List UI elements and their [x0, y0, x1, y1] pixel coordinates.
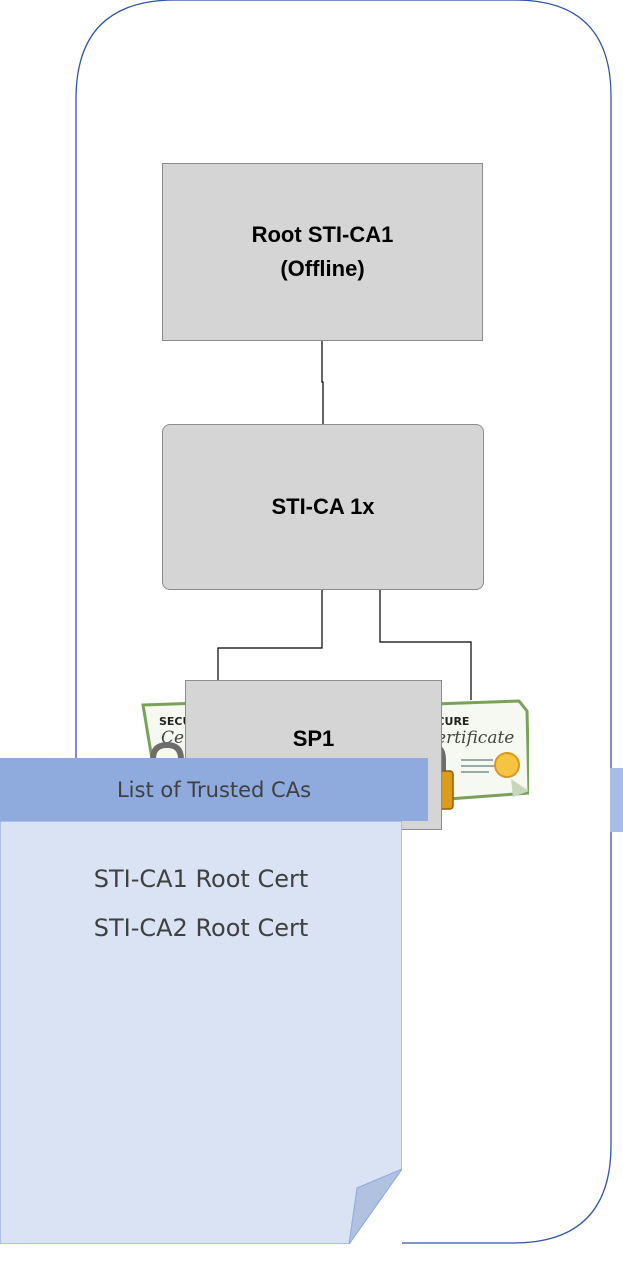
- connector-ca-to-cert-right: [379, 590, 472, 700]
- intermediate-ca-node: STI-CA 1x: [162, 424, 484, 590]
- certificate-text-line: [461, 771, 489, 773]
- certificate-fold: [511, 779, 529, 797]
- trusted-cas-title: List of Trusted CAs: [116, 777, 312, 802]
- trusted-cas-list: STI-CA1 Root Cert STI-CA2 Root Cert: [0, 821, 402, 1244]
- padlock-shackle: [150, 741, 184, 773]
- partial-header-edge: [610, 768, 623, 832]
- folded-note-shape: [0, 821, 402, 1244]
- root-ca-title: Root STI-CA1: [251, 222, 394, 247]
- trusted-ca-item: STI-CA2 Root Cert: [93, 914, 309, 942]
- domain-frame-left: [75, 0, 176, 758]
- domain-frame: [175, 0, 612, 1244]
- root-ca-node: Root STI-CA1 (Offline): [162, 163, 483, 341]
- certificate-text-line: [461, 759, 493, 761]
- folded-corner: [348, 1168, 402, 1244]
- connector-ca-to-cert-left: [217, 590, 323, 706]
- root-ca-status: (Offline): [280, 256, 365, 281]
- trusted-ca-item: STI-CA1 Root Cert: [93, 865, 309, 893]
- connector-root-to-ca: [321, 341, 324, 424]
- trusted-cas-header: List of Trusted CAs: [0, 758, 428, 821]
- certificate-text-line: [461, 765, 497, 767]
- certificate-seal: [494, 752, 520, 778]
- certificate-script: Certificate: [423, 728, 514, 748]
- service-provider-label: SP1: [292, 726, 335, 751]
- intermediate-ca-label: STI-CA 1x: [271, 494, 375, 519]
